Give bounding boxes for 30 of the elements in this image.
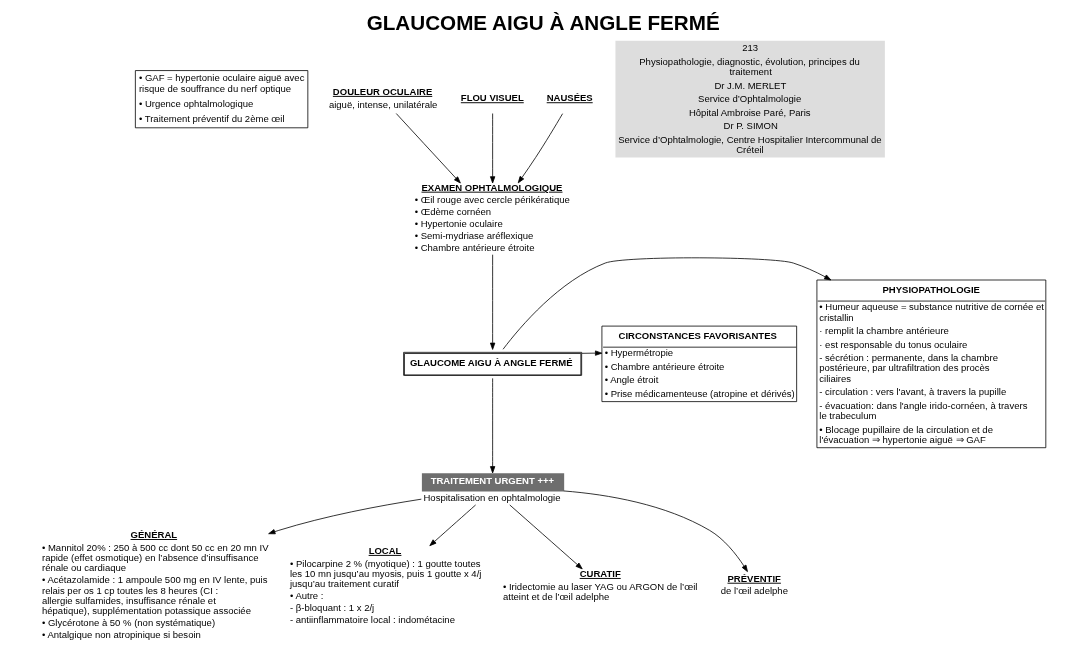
node-box: • GAF = hypertonie oculaire aiguë avec risque de souffrance du nerf optique • Urgence ophtalmologique • Traitement préventif du 2ème œil xyxy=(134,70,309,129)
arrow xyxy=(395,113,461,184)
diagram-title: GLAUCOME AIGU À ANGLE FERMÉ xyxy=(366,11,720,35)
label: Service d’Ophtalmologie xyxy=(698,93,802,105)
node-text: GÉNÉRAL • Mannitol 20% : 250 à 500 cc dont 50 cc en 20 mn IV rapide (effet osmotique) en l’absence d’insuffisance rénale ou cardiaque • Acétazolamide : 1 ampoule 500 mg en IV lente, puis relais per os 1 cp toutes les 8 heures (CI : allergie sulfamides, insuffisance rénale et hépatique), supplémentation potassique associée • Glycérotone à 50 % (non systématique) • Antalgique non atropinique si besoin xyxy=(41,529,269,641)
arrow xyxy=(563,490,748,572)
arrow xyxy=(517,113,563,184)
node-box: TRAITEMENT URGENT +++ xyxy=(421,473,565,492)
arrow xyxy=(490,254,496,350)
label: Service d’Ophtalmologie, Centre Hospitalier Intercommunal de Créteil xyxy=(618,133,882,155)
node-text: LOCAL • Pilocarpine 2 % (myotique) : 1 goutte toutes les 10 mn jusqu’au myosis, puis 1 goutte x 4/j jusqu’au traitement curatif • Autre : - β-bloquant : 1 x 2/j - antiinflammatoire local : indométacine xyxy=(289,544,482,626)
arrow xyxy=(490,377,496,474)
node-label: Hospitalisation en ophtalmologie xyxy=(423,491,561,503)
arrow xyxy=(268,498,422,535)
label: Hôpital Ambroise Paré, Paris xyxy=(688,106,811,118)
node-text: NAUSÉES xyxy=(546,92,593,104)
node-text: EXAMEN OPHTALMOLOGIQUE • Œil rouge avec cercle périkératique • Œdème cornéen • Hypertonie oculaire • Semi-mydriase aréflexique • Chambre antérieure étroite xyxy=(414,181,570,254)
node-text: FLOU VISUEL xyxy=(460,92,524,104)
node-text: CURATIF • Iridectomie au laser YAG ou ARGON de l’œil atteint et de l’œil adelphe xyxy=(502,567,698,602)
label: Dr P. SIMON xyxy=(723,120,778,132)
node-text: PRÉVENTIF de l’œil adelphe xyxy=(720,572,788,597)
arrow xyxy=(490,113,496,184)
arrow xyxy=(429,504,477,547)
label: Dr J.M. MERLET xyxy=(714,79,787,91)
arrow xyxy=(502,257,832,350)
label: Physiopathologie, diagnostic, évolution, principes du traitement xyxy=(639,55,860,78)
arrow xyxy=(581,350,603,356)
node-text: DOULEUR OCULAIRE aiguë, intense, unilatérale xyxy=(328,85,438,110)
arrow xyxy=(509,504,583,570)
label: 213 xyxy=(742,42,759,54)
